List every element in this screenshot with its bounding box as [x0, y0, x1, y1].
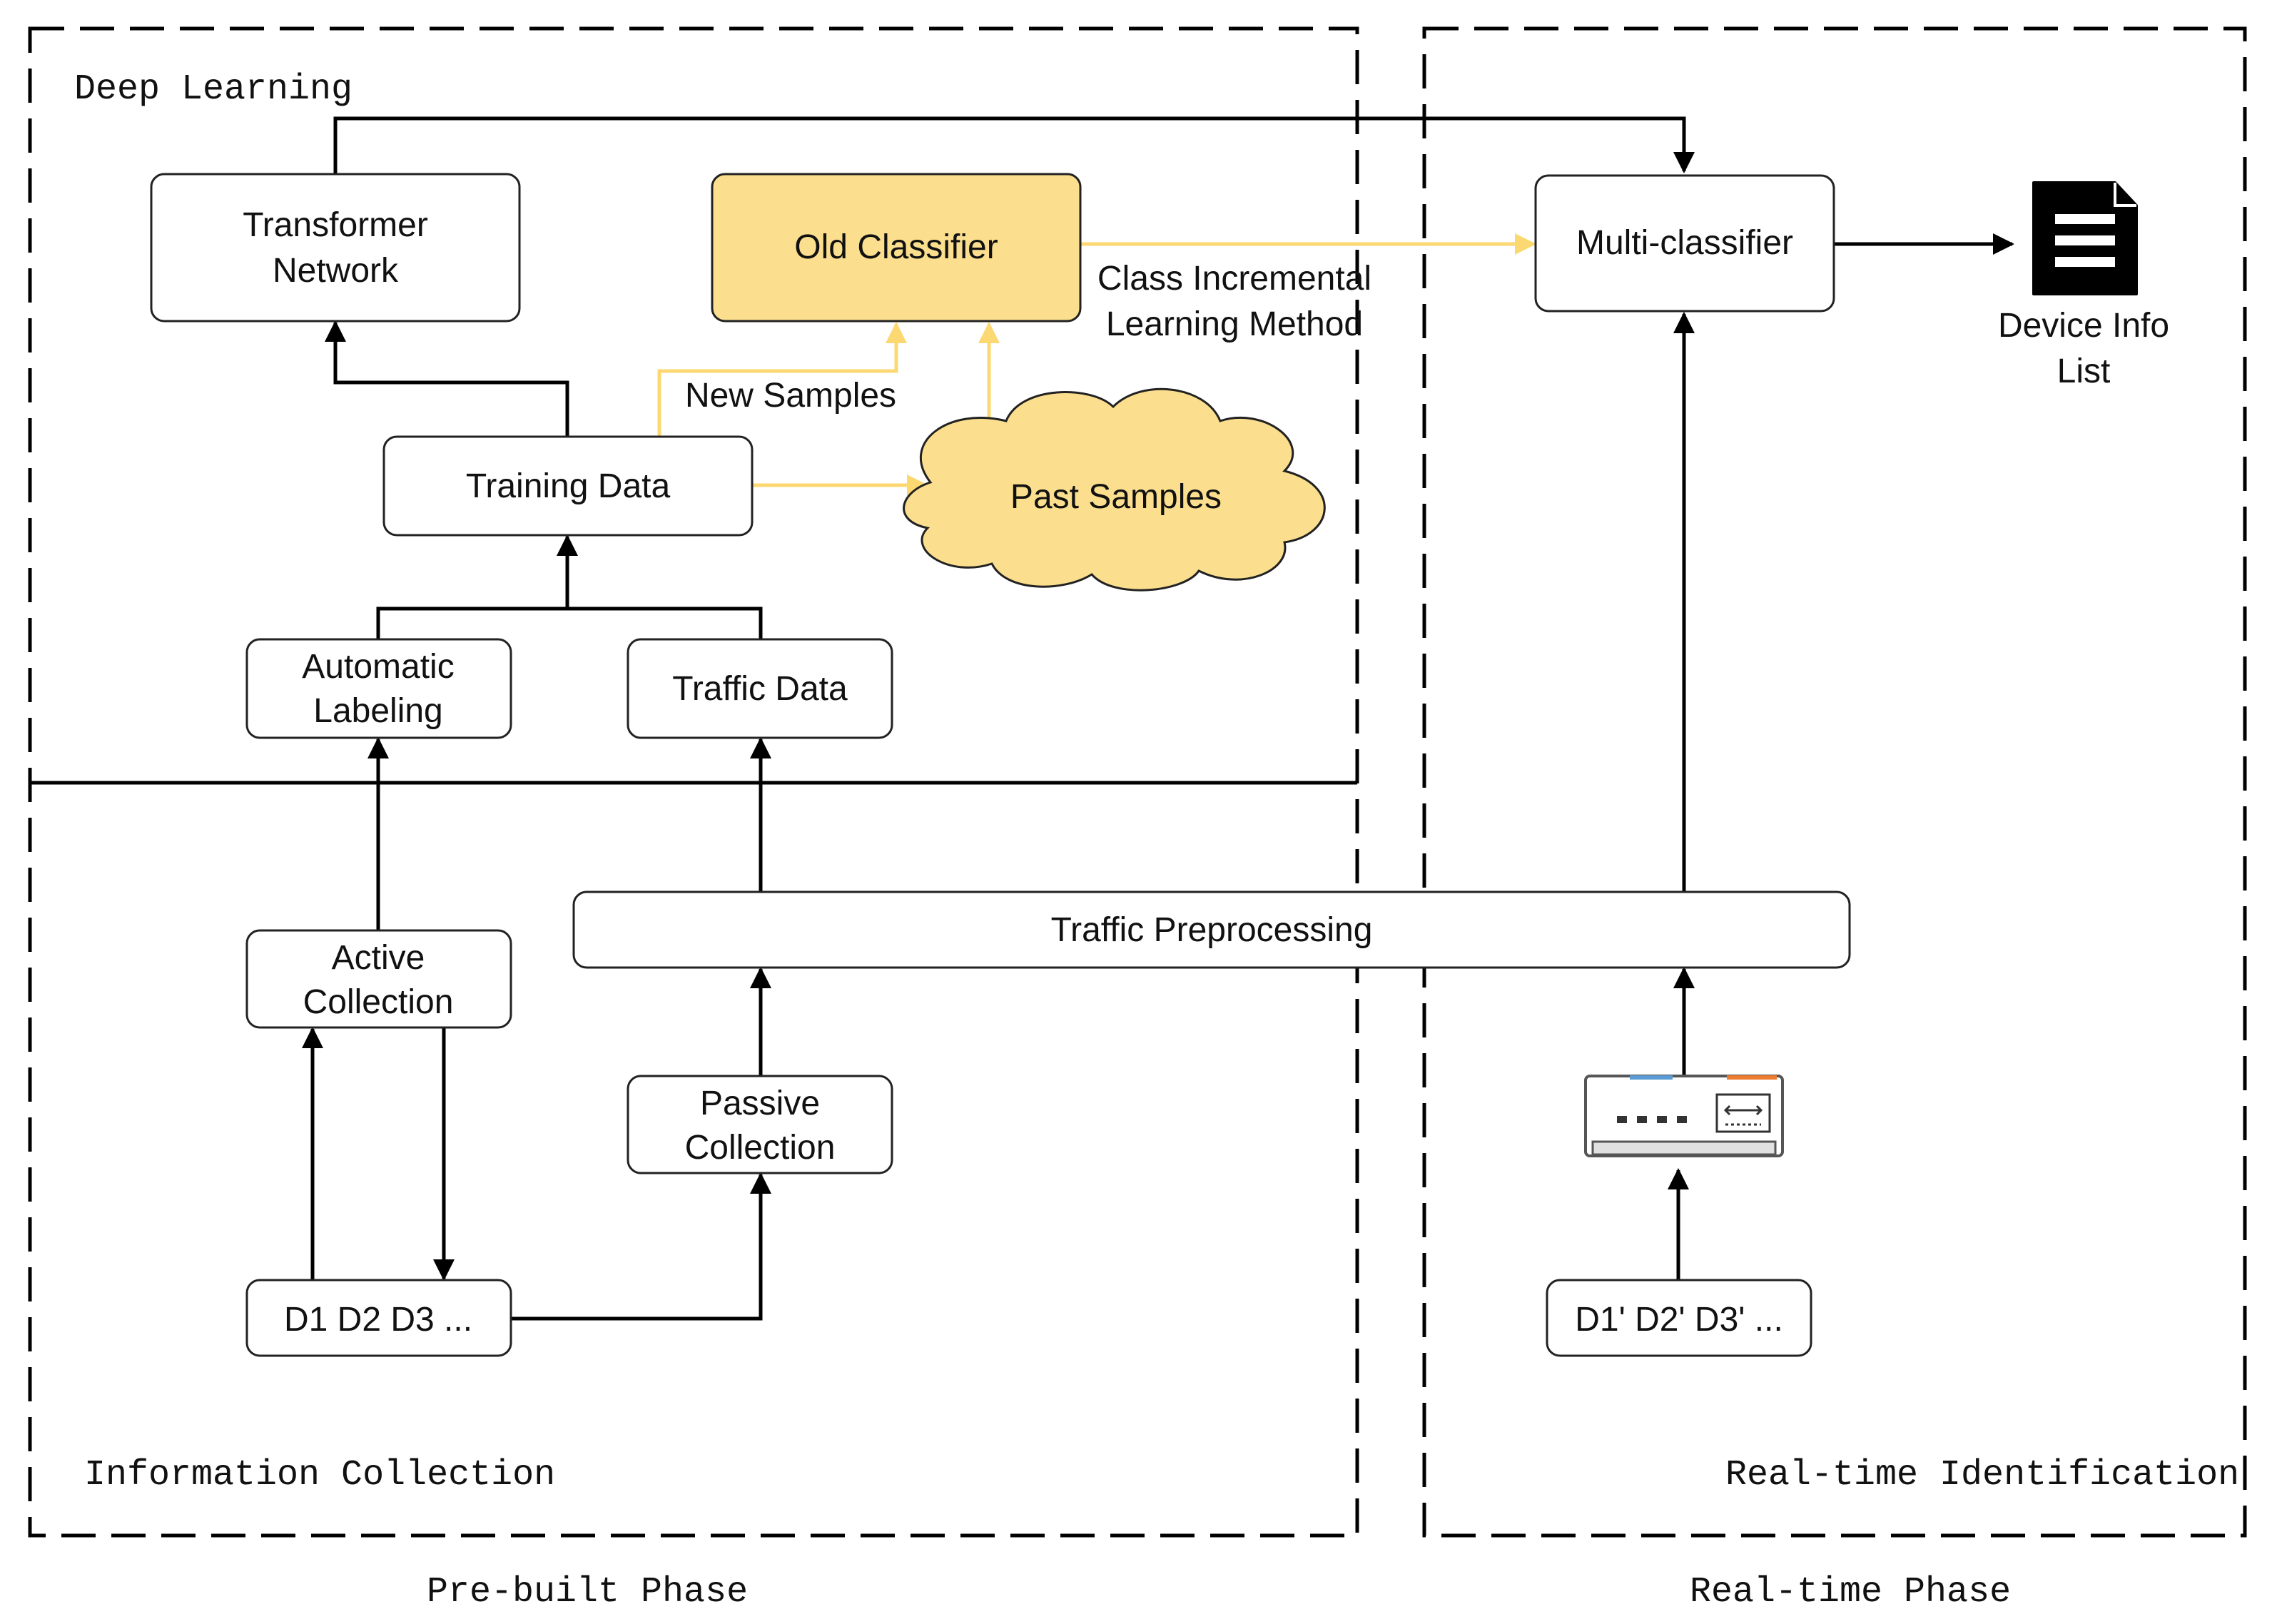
active-collection-label-line1: Active	[332, 939, 425, 977]
traffic-preprocessing-node: Traffic Preprocessing	[572, 890, 1851, 969]
automatic-labeling-node: Automatic Labeling	[245, 638, 512, 739]
old-classifier-node: Old Classifier	[711, 173, 1082, 323]
active-collection-node: Active Collection	[245, 929, 512, 1029]
transformer-label-line2: Network	[273, 252, 399, 290]
realtime-phase-boundary	[1422, 26, 2247, 1538]
arrow-transformer-to-multiclassifier	[333, 116, 1695, 175]
network-switch-icon	[1584, 1075, 1784, 1157]
document-icon	[2032, 181, 2138, 295]
traffic-preprocessing-label: Traffic Preprocessing	[1051, 911, 1373, 949]
passive-collection-label-line2: Collection	[685, 1129, 836, 1167]
class-incremental-label-line2: Learning Method	[1106, 305, 1363, 343]
past-samples-cloud: Past Samples	[903, 387, 1326, 592]
old-classifier-label: Old Classifier	[794, 228, 998, 266]
phase-label-realtime: Real-time Phase	[1690, 1572, 2011, 1613]
automatic-labeling-label-line2: Labeling	[313, 692, 443, 730]
new-samples-label: New Samples	[685, 377, 896, 415]
multi-classifier-label: Multi-classifier	[1576, 224, 1793, 262]
transformer-network-node: Transformer Network	[150, 173, 521, 323]
class-incremental-label-line1: Class Incremental	[1097, 260, 1371, 298]
training-data-node: Training Data	[382, 435, 754, 537]
region-label-deep-learning: Deep Learning	[74, 69, 353, 110]
arrow-labeling-traffic-to-training	[376, 607, 763, 639]
traffic-data-node: Traffic Data	[627, 638, 893, 739]
automatic-labeling-label-line1: Automatic	[302, 648, 454, 686]
passive-collection-label-line1: Passive	[700, 1085, 820, 1122]
traffic-data-label: Traffic Data	[672, 670, 848, 708]
device-info-label-line1: Device Info	[1998, 307, 2169, 345]
phase-label-prebuilt: Pre-built Phase	[427, 1572, 748, 1613]
transformer-label-line1: Transformer	[243, 206, 428, 244]
region-label-information-collection: Information Collection	[84, 1455, 555, 1496]
realtime-devices-node: D1' D2' D3' ...	[1546, 1279, 1812, 1357]
active-collection-label-line2: Collection	[303, 983, 454, 1021]
realtime-devices-label: D1' D2' D3' ...	[1575, 1301, 1783, 1339]
arrow-training-to-transformer	[325, 320, 569, 437]
region-label-realtime-identification: Real-time Identification	[1725, 1455, 2239, 1496]
multi-classifier-node: Multi-classifier	[1534, 174, 1835, 313]
arrow-newsamples-to-oldclassifier	[657, 322, 907, 437]
past-samples-label: Past Samples	[1010, 478, 1222, 516]
devices-node: D1 D2 D3 ...	[245, 1279, 512, 1357]
training-data-label: Training Data	[466, 467, 671, 505]
devices-label: D1 D2 D3 ...	[284, 1301, 472, 1339]
arrow-devices-to-passive	[511, 1172, 771, 1321]
device-info-label-line2: List	[2057, 352, 2111, 390]
passive-collection-node: Passive Collection	[627, 1075, 893, 1174]
